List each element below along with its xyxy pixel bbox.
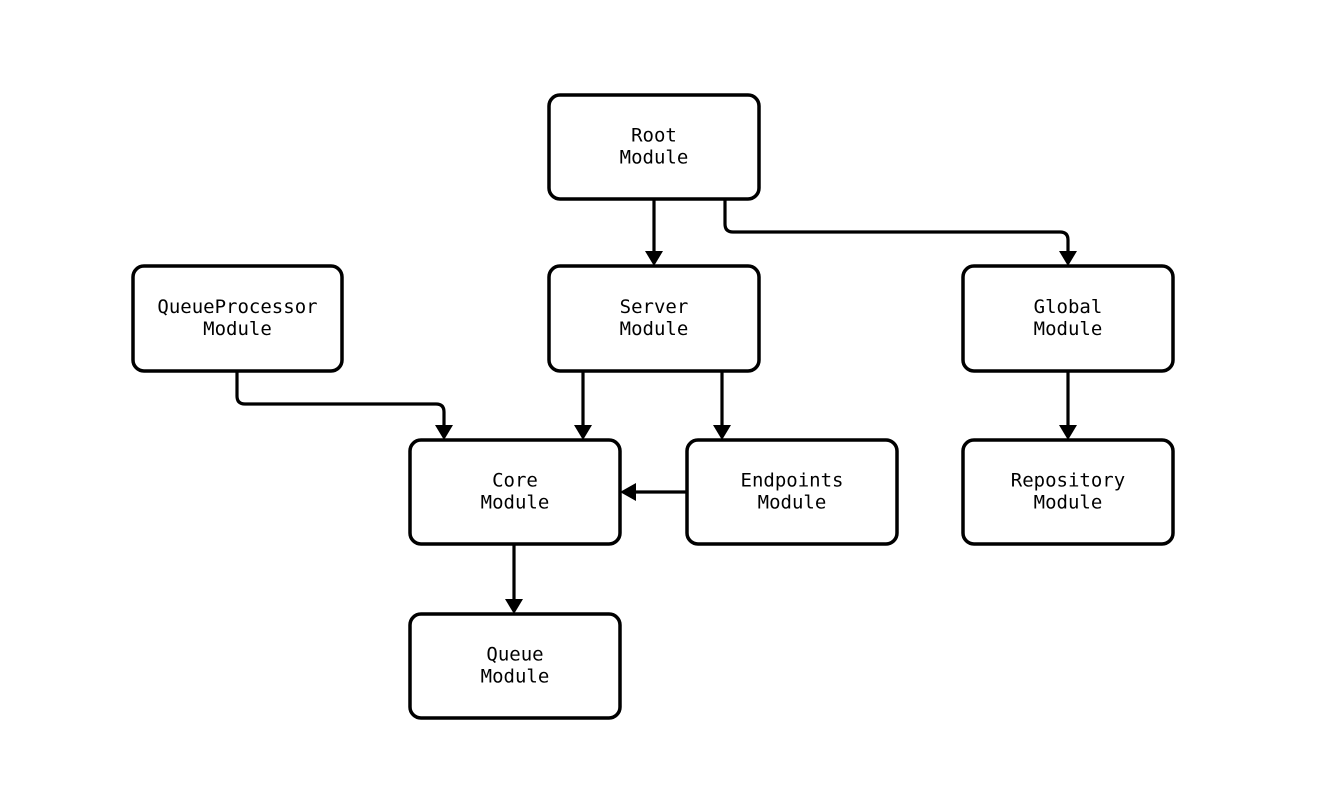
edge-server-to-core-arrowhead-icon: [574, 425, 592, 440]
edge-core-to-queue-arrowhead-icon: [505, 599, 523, 614]
global-module-node-box[interactable]: [961, 264, 1175, 373]
server-module-node-box[interactable]: [547, 264, 761, 373]
repository-module-node-box[interactable]: [961, 438, 1175, 546]
edge-server-to-endpoints-arrowhead-icon: [713, 425, 731, 440]
edge-queueprocessor-to-core-arrowhead-icon: [435, 425, 453, 440]
edge-root-to-global-arrowhead-icon: [1059, 251, 1077, 266]
server-module-node-label-line1: Server: [620, 296, 689, 318]
global-module-node-label-line2: Module: [1034, 318, 1103, 340]
repository-module-node-label-line2: Module: [1034, 492, 1103, 514]
edge-global-to-repository: [1059, 371, 1077, 440]
edge-root-to-global-line: [723, 199, 1070, 252]
root-module-node-label-line2: Module: [620, 147, 689, 169]
edge-root-to-server-arrowhead-icon: [645, 251, 663, 266]
global-module-node-label-line1: Global: [1034, 296, 1103, 318]
core-module-node-label-line1: Core: [492, 470, 538, 492]
edges-layer: [235, 199, 1077, 614]
repository-module-node-label-line1: Repository: [1011, 470, 1125, 492]
edge-server-to-endpoints: [713, 371, 731, 440]
core-module-node-label-line2: Module: [481, 492, 550, 514]
core-module-node-box[interactable]: [408, 438, 622, 546]
edge-endpoints-to-core: [620, 483, 687, 501]
endpoints-module-node-box[interactable]: [685, 438, 899, 546]
queue-module-node-label-line1: Queue: [486, 644, 543, 666]
edge-server-to-core: [574, 371, 592, 440]
endpoints-module-node-label-line1: Endpoints: [741, 470, 844, 492]
edge-endpoints-to-core-arrowhead-icon: [620, 483, 636, 501]
queueprocessor-module-node-label-line2: Module: [203, 318, 272, 340]
edge-root-to-global: [723, 199, 1077, 266]
queue-module-node-box[interactable]: [408, 612, 622, 720]
edge-core-to-queue: [505, 544, 523, 614]
nodes-layer: RootModuleQueueProcessorModuleServerModu…: [131, 93, 1175, 720]
root-module-node-label-line1: Root: [631, 125, 677, 147]
edge-root-to-server: [645, 199, 663, 266]
root-module-node-box[interactable]: [547, 93, 761, 201]
endpoints-module-node-label-line2: Module: [758, 492, 827, 514]
edge-queueprocessor-to-core: [235, 371, 453, 440]
queueprocessor-module-node-label-line1: QueueProcessor: [157, 296, 317, 318]
queue-module-node-label-line2: Module: [481, 666, 550, 688]
queueprocessor-module-node-box[interactable]: [131, 264, 344, 373]
edge-global-to-repository-arrowhead-icon: [1059, 425, 1077, 440]
edge-queueprocessor-to-core-line: [235, 371, 446, 426]
server-module-node-label-line2: Module: [620, 318, 689, 340]
